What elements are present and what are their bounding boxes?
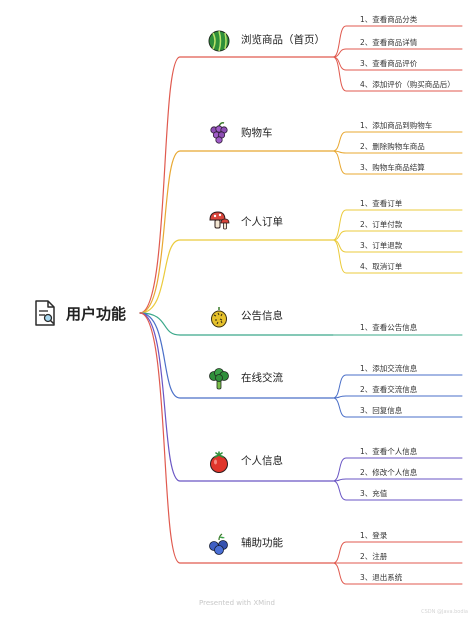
watermark: CSDN @Java.bodia — [421, 609, 468, 615]
leaf-item[interactable]: 2、修改个人信息 — [360, 468, 418, 477]
branch-label-cart[interactable]: 购物车 — [241, 127, 273, 139]
branch-label-orders[interactable]: 个人订单 — [241, 216, 283, 228]
root-label: 用户功能 — [66, 304, 127, 323]
leaf-item[interactable]: 2、查看商品详情 — [360, 38, 418, 47]
tomato-icon — [210, 451, 228, 473]
leaf-item[interactable]: 3、购物车商品结算 — [360, 163, 425, 172]
leaf-item[interactable]: 1、登录 — [360, 531, 388, 540]
leaf-item[interactable]: 1、查看公告信息 — [360, 323, 418, 332]
grapes-icon — [210, 122, 228, 144]
leaf-item[interactable]: 2、注册 — [360, 552, 388, 561]
leaf-item[interactable]: 1、添加交流信息 — [360, 364, 418, 373]
branch-label-profile[interactable]: 个人信息 — [241, 455, 283, 467]
leaf-item[interactable]: 4、添加评价（购买商品后） — [360, 80, 455, 89]
leaf-item[interactable]: 1、查看商品分类 — [360, 15, 418, 24]
branch-label-utility[interactable]: 辅助功能 — [241, 537, 283, 549]
leaf-item[interactable]: 1、查看个人信息 — [360, 447, 418, 456]
leaf-item[interactable]: 2、订单付款 — [360, 220, 403, 229]
broccoli-icon — [209, 368, 229, 390]
watermelon-icon — [208, 30, 230, 52]
leaf-item[interactable]: 2、查看交流信息 — [360, 385, 418, 394]
durian-icon — [211, 307, 227, 328]
root-node[interactable]: 用户功能 — [34, 299, 126, 327]
leaf-item[interactable]: 1、查看订单 — [360, 199, 403, 208]
document-search-icon — [35, 300, 55, 326]
leaf-item[interactable]: 1、添加商品到购物车 — [360, 121, 433, 130]
mushroom-icon — [209, 211, 230, 230]
footer-credit: Presented with XMind — [199, 599, 275, 607]
leaf-item[interactable]: 3、查看商品评价 — [360, 59, 418, 68]
leaf-item[interactable]: 3、退出系统 — [360, 573, 403, 582]
branch-label-announcements[interactable]: 公告信息 — [241, 310, 283, 322]
leaf-item[interactable]: 3、回复信息 — [360, 406, 403, 415]
leaf-item[interactable]: 2、删除购物车商品 — [360, 142, 425, 151]
blueberries-icon — [209, 533, 228, 555]
branch-label-browse[interactable]: 浏览商品（首页） — [241, 34, 325, 46]
leaf-item[interactable]: 3、订单退款 — [360, 241, 403, 250]
leaf-item[interactable]: 4、取消订单 — [360, 262, 403, 271]
leaf-item[interactable]: 3、充值 — [360, 489, 388, 498]
branch-label-chat[interactable]: 在线交流 — [241, 372, 283, 384]
